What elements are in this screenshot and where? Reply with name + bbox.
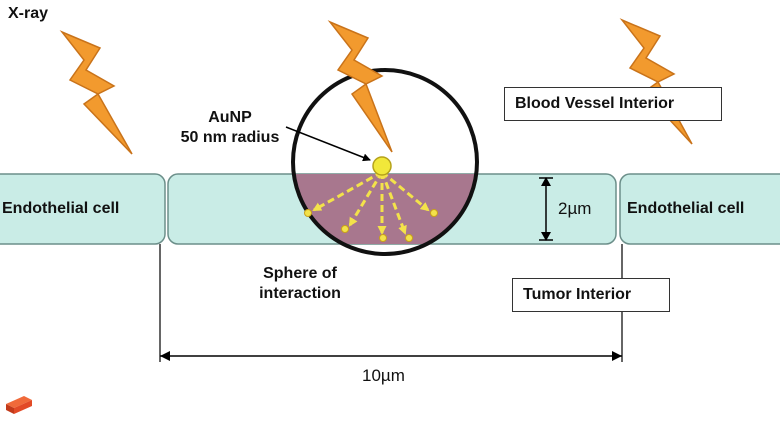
xray-label: X-ray [8,5,49,22]
electron [405,234,413,242]
endothelial-cell-left-label: Endothelial cell [2,200,120,217]
electrons [304,209,438,242]
lightning-bolt-icon [59,30,133,155]
aunp-label: AuNP 50 nm radius [168,108,292,148]
sphere-of-interaction [291,68,479,256]
gold-nanoparticle [372,156,392,176]
aunp-label-line1: AuNP [208,109,252,126]
electron [304,209,312,217]
lightning-bolt-icon [619,18,693,145]
sphere-label-line2: interaction [259,285,341,302]
electron [430,209,438,217]
electron-paths [312,170,430,235]
width-label: 10µm [362,366,405,385]
aunp-label-line2: 50 nm radius [180,129,280,146]
electron [341,225,349,233]
blood-vessel-label: Blood Vessel Interior [504,87,722,121]
tumor-interior-label: Tumor Interior [512,278,670,312]
thickness-dimension [539,177,553,241]
thickness-label: 2µm [558,199,592,218]
lightning-bolt-icon [327,20,393,153]
electron [379,234,387,242]
red-block-icon [6,396,32,414]
sphere-label-line1: Sphere of [263,265,337,282]
sphere-of-interaction-label: Sphere of interaction [236,264,364,304]
endothelial-cell-right-label: Endothelial cell [627,200,745,217]
cell-segment-right [619,173,780,245]
cell-segment-left [0,173,166,245]
aunp-pointer-arrow [285,126,371,162]
